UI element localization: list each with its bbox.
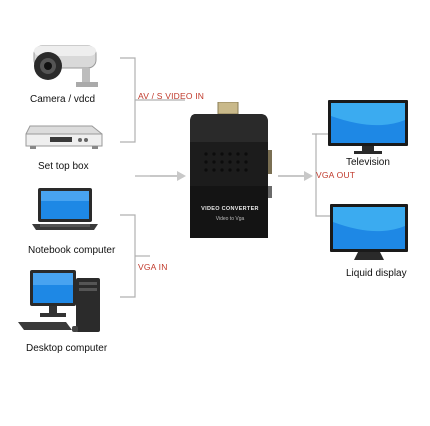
converter-subtitle: Video to Vga	[215, 216, 245, 222]
converter-title: VIDEO CONVERTER	[201, 206, 259, 212]
set-top-box-icon	[22, 122, 106, 156]
vga-output-label: VGA OUT	[316, 170, 356, 180]
arrow-in	[150, 171, 186, 181]
source-label-notebook: Notebook computer	[28, 245, 116, 256]
vga-input-label: VGA IN	[138, 262, 168, 272]
desktop-computer-icon	[16, 268, 112, 338]
destination-label-lcd: Liquid display	[346, 268, 407, 279]
destination-label-tv: Television	[346, 157, 390, 168]
av-svideo-input-label: AV / S VIDEO IN	[138, 91, 205, 101]
source-label-desktop: Desktop computer	[26, 343, 108, 354]
source-label-stb: Set top box	[38, 161, 89, 172]
lcd-monitor-icon	[328, 202, 410, 264]
security-camera-icon	[26, 40, 104, 92]
arrow-out	[278, 171, 313, 181]
video-converter-box-icon: VIDEO CONVERTER Video to Vga	[188, 101, 280, 240]
television-icon	[326, 98, 410, 156]
source-label-camera: Camera / vdcd	[30, 94, 96, 105]
laptop-icon	[30, 186, 100, 234]
